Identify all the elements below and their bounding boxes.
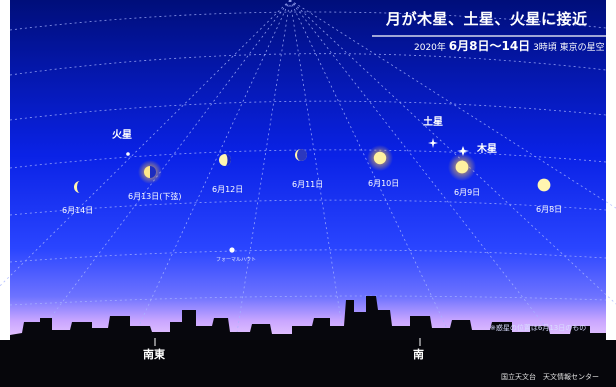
moon-jun12 (219, 154, 231, 166)
moon-date-jun10: 6月10日 (368, 179, 400, 188)
moon-jun8 (537, 178, 551, 192)
jupiter-marker (457, 146, 469, 156)
mars-label: 火星 (112, 130, 132, 141)
moon-jun13 (138, 160, 162, 184)
subtitle-time: 3時頃 (533, 43, 557, 53)
moon-jun9 (448, 153, 476, 181)
saturn-label: 土星 (423, 117, 443, 128)
sky-background (10, 0, 606, 345)
moon-date-jun12: 6月12日 (212, 185, 244, 194)
mars-marker (126, 152, 130, 156)
fomalhaut-label: フォーマルハウト (216, 257, 257, 263)
moon-jun14 (74, 181, 80, 193)
saturn-marker (428, 138, 438, 148)
moon-date-jun8: 6月8日 (536, 205, 563, 214)
subtitle-year: 2020年 (414, 43, 446, 53)
moon-date-jun11: 6月11日 (292, 180, 324, 189)
coordinate-grid (0, 0, 616, 346)
moon-date-jun13: 6月13日(下弦) (128, 192, 182, 201)
moon-date-jun14: 6月14日 (62, 206, 94, 215)
moon-date-jun9: 6月9日 (454, 188, 481, 197)
direction-south: 南 (413, 348, 424, 361)
direction-southeast: 南東 (143, 348, 165, 361)
page-title: 月が木星、土星、火星に接近 (386, 10, 588, 28)
moon-jun10 (367, 145, 393, 171)
fomalhaut-marker (229, 247, 235, 253)
jupiter-label: 木星 (477, 144, 497, 155)
moon-jun11 (295, 149, 307, 161)
subtitle-place: 東京の星空 (559, 43, 605, 53)
credit-text: 国立天文台 天文情報センター (501, 373, 599, 381)
position-note: ※惑星の位置は6月13日のもの (490, 324, 587, 332)
page-subtitle: 2020年 6月8日〜14日 3時頃 東京の星空 (414, 40, 605, 53)
direction-ticks (154, 338, 421, 346)
subtitle-dates: 6月8日〜14日 (448, 39, 531, 53)
horizon-silhouette (0, 296, 616, 387)
